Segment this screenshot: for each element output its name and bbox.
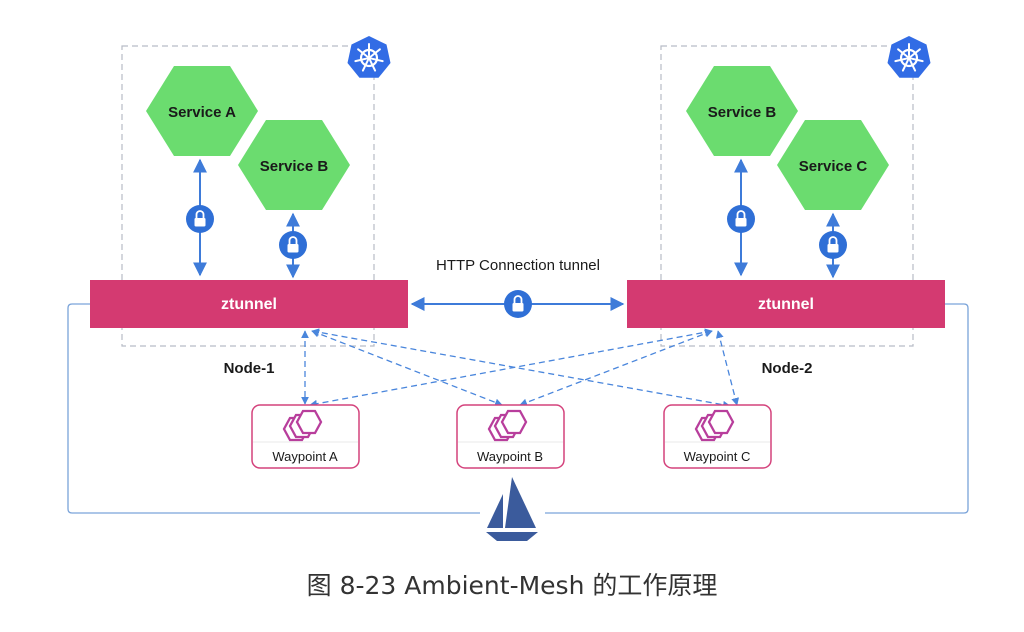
service-b-hexagon xyxy=(686,66,798,156)
node-2-label: Node-2 xyxy=(762,360,813,377)
service-label: Service B xyxy=(260,158,329,175)
ztunnel1-waypoint-c-link xyxy=(311,328,731,409)
service-label: Service B xyxy=(708,104,777,121)
ztunnel-node-2 xyxy=(627,280,945,328)
waypoint-label: Waypoint A xyxy=(272,449,338,464)
ztunnel-node-1 xyxy=(90,280,408,328)
ztunnel-label: ztunnel xyxy=(221,296,277,313)
service-a-hexagon xyxy=(146,66,258,156)
service-label: Service C xyxy=(799,158,868,175)
ztunnel2-waypoint-c-link xyxy=(715,330,740,406)
lock-icon xyxy=(185,204,215,234)
istio-icon xyxy=(486,477,538,541)
kubernetes-icon xyxy=(886,34,932,79)
kubernetes-icon xyxy=(346,34,392,79)
node-1-label: Node-1 xyxy=(224,360,275,377)
tunnel-label: HTTP Connection tunnel xyxy=(436,257,600,274)
waypoint-c: Waypoint C xyxy=(663,404,772,469)
lock-icon xyxy=(726,204,756,234)
figure-caption: 图 8-23 Ambient-Mesh 的工作原理 xyxy=(306,571,718,600)
lock-icon xyxy=(818,230,848,260)
mesh-connection-left xyxy=(67,303,480,514)
ztunnel2-waypoint-a-link xyxy=(309,328,713,408)
ztunnel-label: ztunnel xyxy=(758,296,814,313)
mesh-connection-right xyxy=(545,303,969,514)
waypoint-b: Waypoint B xyxy=(456,404,565,469)
service-c-hexagon xyxy=(777,120,889,210)
ztunnel1-waypoint-b-link xyxy=(311,329,503,407)
service-label: Service A xyxy=(168,104,236,121)
node-1-boundary xyxy=(121,45,375,347)
ztunnel2-waypoint-b-link xyxy=(519,329,713,407)
waypoint-label: Waypoint B xyxy=(477,449,543,464)
service-b-hexagon xyxy=(238,120,350,210)
lock-icon xyxy=(278,230,308,260)
waypoint-a: Waypoint A xyxy=(251,404,360,469)
node-2-boundary xyxy=(660,45,914,347)
waypoint-label: Waypoint C xyxy=(684,449,751,464)
lock-icon xyxy=(503,289,533,319)
